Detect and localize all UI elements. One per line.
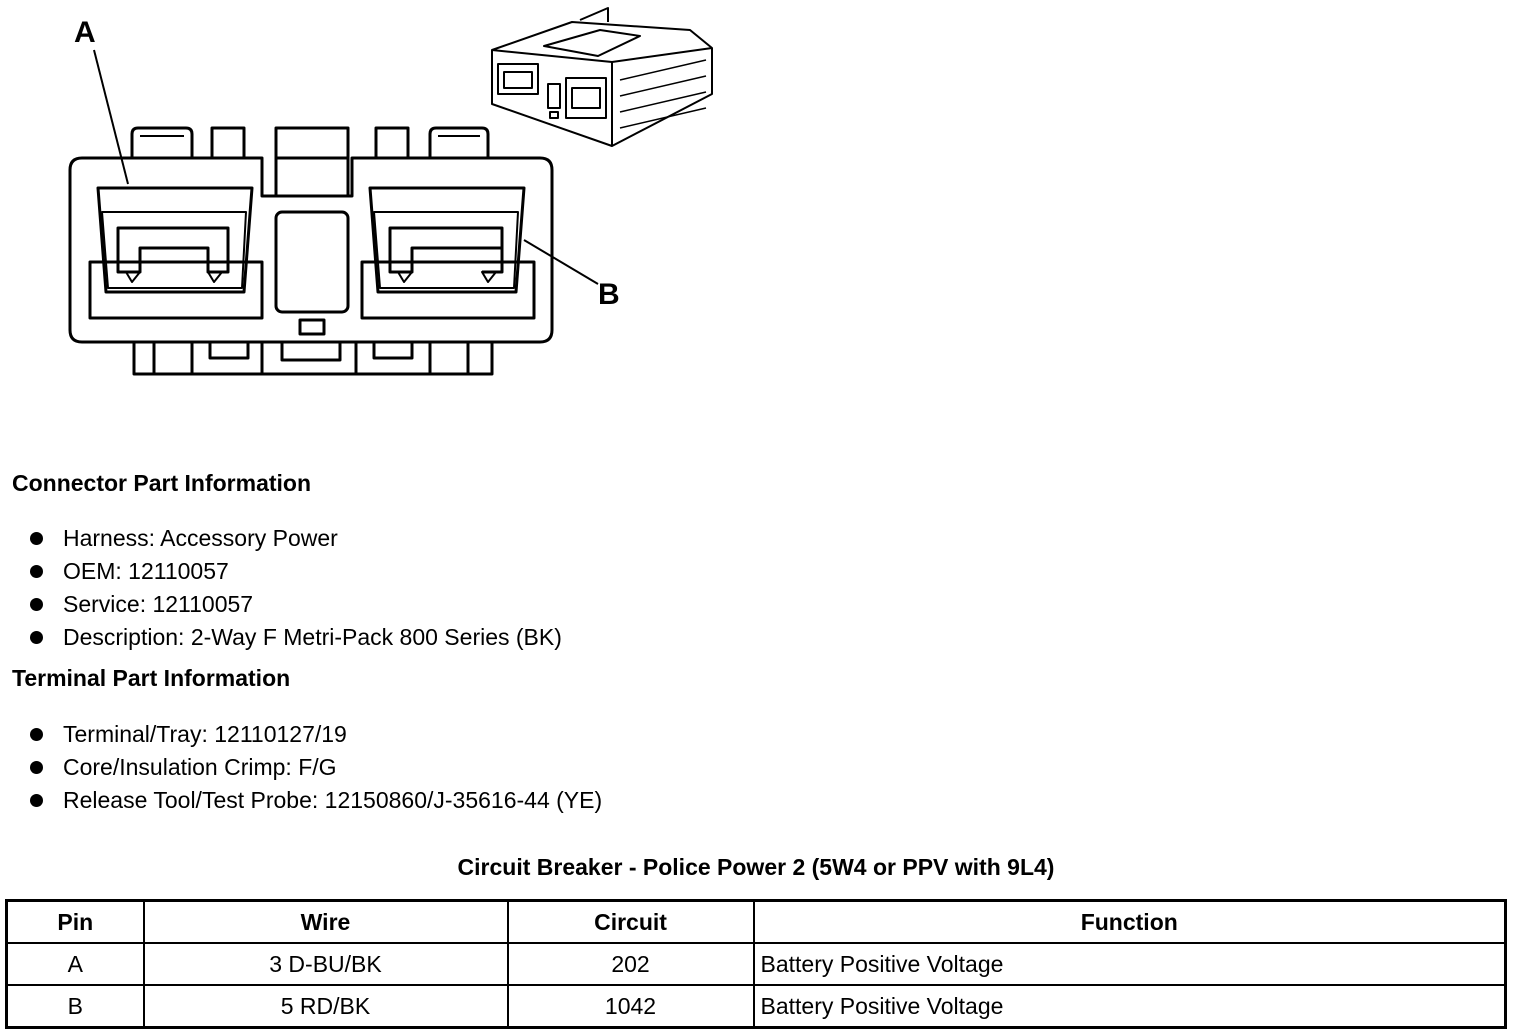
list-item: Service: 12110057 [28,588,562,621]
cell-circuit: 202 [506,942,755,986]
table-header-row: Pin Wire Circuit Function [5,899,1507,944]
bullet-icon [30,794,43,807]
column-header-function: Function [752,899,1507,944]
list-item: Core/Insulation Crimp: F/G [28,751,602,784]
callout-b-leader [523,239,599,285]
cavity-b [360,260,536,320]
bullet-icon [30,565,43,578]
cell-wire: 5 RD/BK [142,984,509,1029]
bullet-icon [30,631,43,644]
column-header-circuit: Circuit [506,899,755,944]
column-header-wire: Wire [142,899,509,944]
table-title: Circuit Breaker - Police Power 2 (5W4 or… [457,854,1055,880]
list-item: Description: 2-Way F Metri-Pack 800 Seri… [28,621,562,654]
bullet-icon [30,532,43,545]
cell-circuit: 1042 [506,984,755,1029]
terminal-info-heading: Terminal Part Information [12,665,291,691]
list-item: OEM: 12110057 [28,555,562,588]
column-header-pin: Pin [5,899,145,944]
callout-a: A [74,16,96,49]
cell-wire: 3 D-BU/BK [142,942,509,986]
list-item: Harness: Accessory Power [28,522,562,555]
table-row: A 3 D-BU/BK 202 Battery Positive Voltage [5,942,1507,986]
cell-function: Battery Positive Voltage [752,984,1507,1029]
connector-diagram: A B [68,7,713,376]
connector-info-heading: Connector Part Information [12,470,312,496]
terminal-info-list: Terminal/Tray: 12110127/19 Core/Insulati… [28,718,602,817]
connector-3d-view [491,7,713,147]
list-item: Terminal/Tray: 12110127/19 [28,718,602,751]
list-item: Release Tool/Test Probe: 12150860/J-3561… [28,784,602,817]
connector-body [68,156,554,344]
bullet-icon [30,598,43,611]
callout-b: B [598,278,620,311]
connector-info-list: Harness: Accessory Power OEM: 12110057 S… [28,522,562,654]
bullet-icon [30,761,43,774]
callout-a-leader [93,49,129,185]
cell-function: Battery Positive Voltage [752,942,1507,986]
bullet-icon [30,728,43,741]
table-row: B 5 RD/BK 1042 Battery Positive Voltage [5,984,1507,1029]
cell-pin: B [5,984,145,1029]
pinout-table: Pin Wire Circuit Function A 3 D-BU/BK 20… [5,899,1507,1029]
cavity-a [88,260,264,320]
cell-pin: A [5,942,145,986]
